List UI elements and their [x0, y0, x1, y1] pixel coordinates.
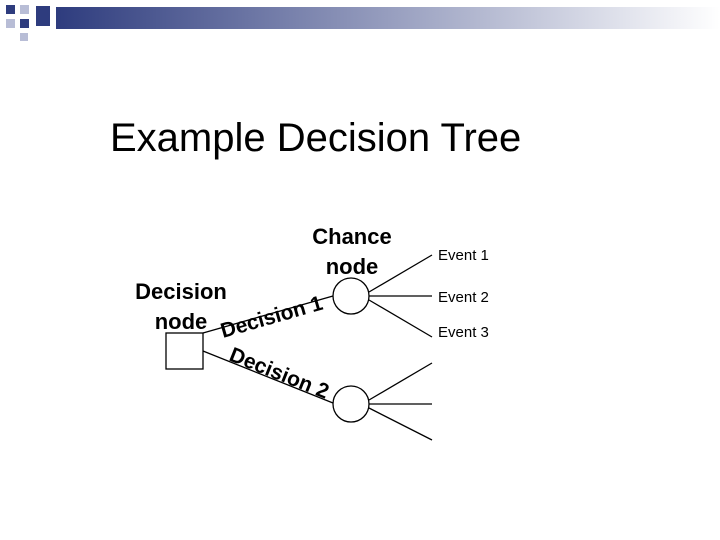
branch-line-decision-2	[202, 350, 334, 404]
event-label-2: Event 2	[438, 289, 489, 306]
branch-line-decision-1	[202, 295, 334, 334]
header-square-dark-2	[20, 19, 29, 28]
chance-node-label: Chance node	[300, 222, 404, 282]
header-square-light-1	[20, 5, 29, 14]
chance-node-circle-2	[332, 385, 370, 423]
decision-node-square	[165, 332, 204, 370]
header-square-small	[20, 33, 28, 41]
header-gradient-band	[56, 7, 720, 29]
header-square-light-2	[6, 19, 15, 28]
header-square-large	[36, 6, 50, 26]
event-line-3	[368, 299, 433, 338]
chance-node-circle-1	[332, 277, 370, 315]
decision-node-label-line-2: node	[154, 309, 208, 334]
decision-node-label: Decision node	[120, 277, 242, 337]
branch-label-decision-2: Decision 2	[226, 343, 332, 403]
chance-node-label-line-1: Chance	[312, 224, 392, 249]
decision-node-label-line-1: Decision	[135, 279, 227, 304]
chance-2-outcome-line-1	[368, 362, 433, 401]
header-square-dark-1	[6, 5, 15, 14]
slide-title: Example Decision Tree	[110, 116, 522, 160]
event-label-1: Event 1	[438, 247, 489, 264]
chance-2-outcome-line-3	[368, 407, 433, 441]
branch-label-decision-1: Decision 1	[218, 292, 326, 343]
event-label-3: Event 3	[438, 324, 489, 341]
chance-node-label-line-2: node	[325, 254, 379, 279]
event-line-1	[368, 254, 433, 293]
